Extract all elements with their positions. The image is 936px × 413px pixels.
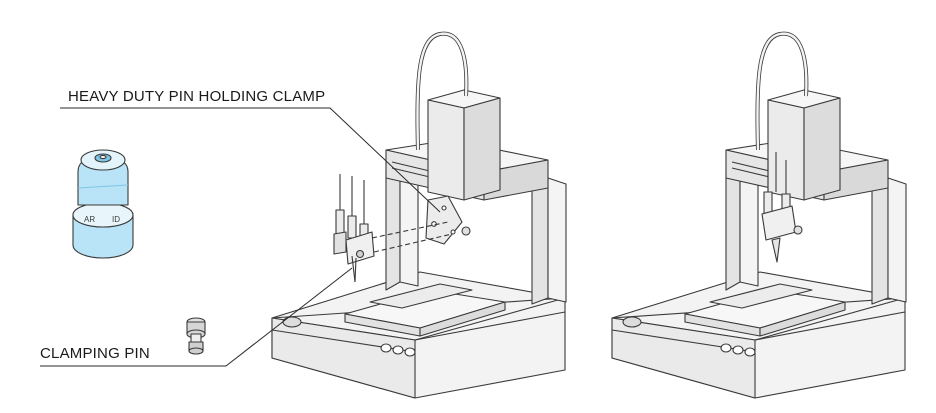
syringe-assembly-detached [333, 174, 375, 283]
pin-holder-knob-illustration: AR ID [72, 149, 134, 259]
clamp-leader-line [60, 107, 441, 213]
pin-leader-line [40, 267, 353, 367]
clamp-callout-label: HEAVY DUTY PIN HOLDING CLAMP [68, 88, 326, 105]
svg-text:AR: AR [84, 215, 95, 224]
callout-leaders [40, 107, 441, 367]
clamping-pin-callout-label: CLAMPING PIN [40, 345, 150, 362]
clamping-pin-illustration [186, 317, 206, 355]
dispensing-robot-right [611, 31, 907, 399]
svg-text:ID: ID [112, 215, 120, 224]
assembly-guide-lines [371, 221, 453, 253]
dispensing-robot-left [271, 31, 567, 399]
